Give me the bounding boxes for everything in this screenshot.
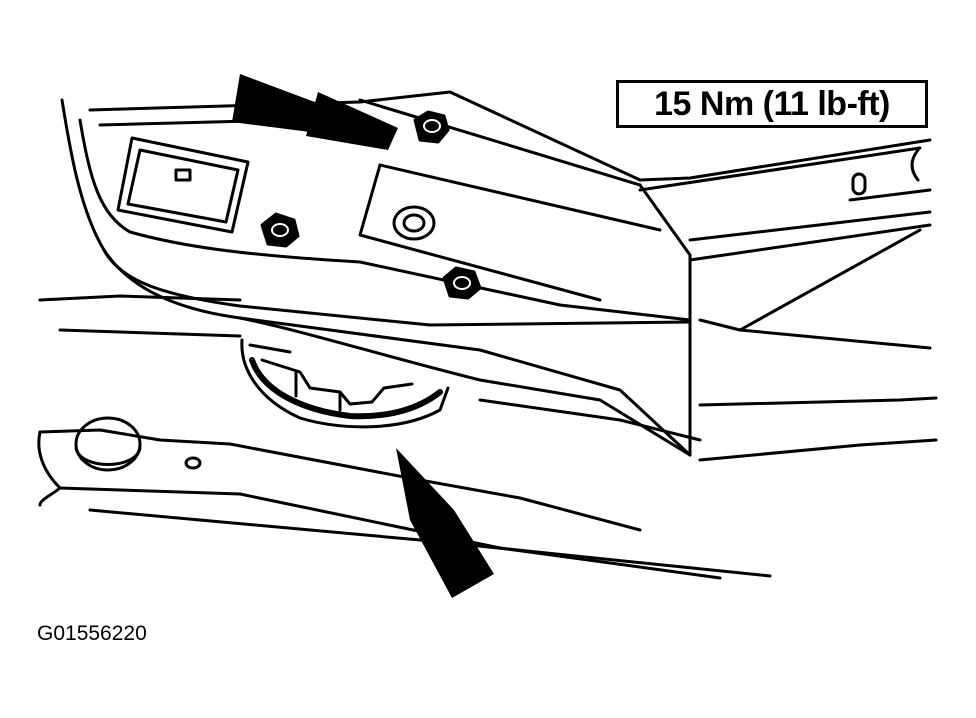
bolt-left xyxy=(260,212,300,248)
lower-strut xyxy=(37,416,772,580)
torque-spec-label: 15 Nm (11 lb-ft) xyxy=(616,80,928,128)
crossmember xyxy=(60,98,692,457)
locating-hole xyxy=(392,205,436,241)
bolt-right xyxy=(442,266,482,300)
callout-arrow-upper-left xyxy=(232,74,398,150)
callout-arrow-lower xyxy=(396,448,494,598)
frame-rail xyxy=(38,294,938,462)
upper-bracket xyxy=(88,90,932,332)
isolator-mount xyxy=(240,338,450,429)
bolt-upper xyxy=(413,110,450,144)
mounting-pad xyxy=(116,136,250,234)
figure-id: G01556220 xyxy=(37,622,147,645)
